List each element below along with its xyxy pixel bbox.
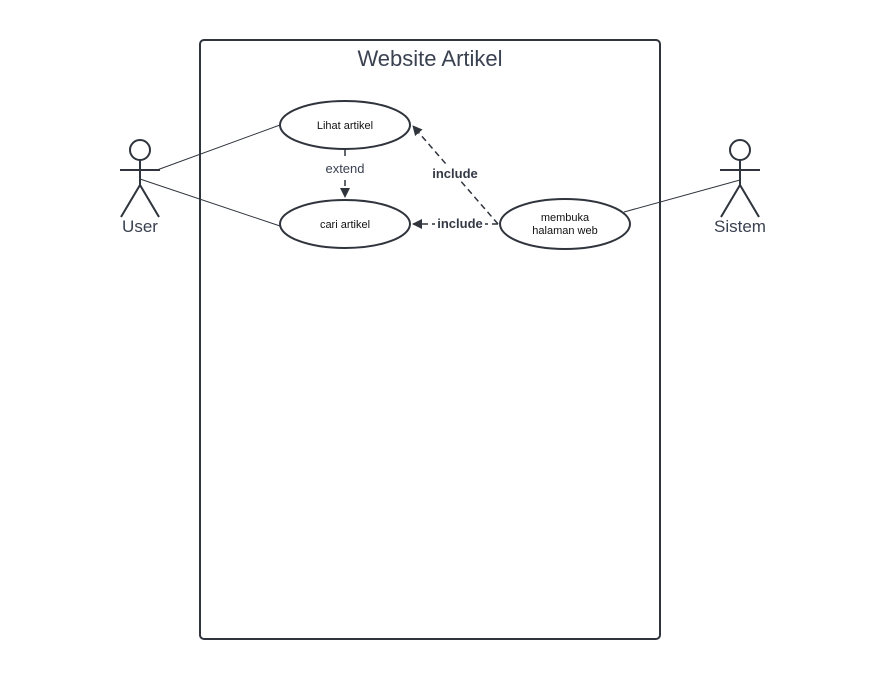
association-user-lihat xyxy=(156,124,281,171)
actor-user: User xyxy=(120,139,160,236)
actor-sistem: Sistem xyxy=(714,139,766,236)
system-title: Website Artikel xyxy=(357,46,502,71)
use-case-membuka-shape xyxy=(499,198,631,250)
association-sistem-membuka xyxy=(623,179,741,213)
use-case-cari-artikel: cari artikel xyxy=(279,199,411,249)
include-label-1: include xyxy=(432,166,478,181)
use-case-cari-artikel-shape xyxy=(279,199,411,249)
actor-user-head xyxy=(129,139,151,161)
include-label-2-bg xyxy=(435,215,485,231)
use-case-membuka-halaman-web: membuka halaman web xyxy=(499,198,631,250)
actor-user-leg-left xyxy=(120,184,141,218)
use-case-cari-artikel-label: cari artikel xyxy=(320,219,370,231)
use-case-membuka-label-line1: membuka xyxy=(541,212,590,224)
include-label-2: include xyxy=(437,216,483,231)
use-case-lihat-artikel: Lihat artikel xyxy=(279,100,411,150)
use-case-lihat-artikel-shape xyxy=(279,100,411,150)
use-case-membuka-label-line2: halaman web xyxy=(532,225,597,237)
use-case-lihat-artikel-label: Lihat artikel xyxy=(317,120,373,132)
extend-label: extend xyxy=(325,161,364,176)
include-label-1-bg xyxy=(430,165,480,181)
actor-sistem-head xyxy=(729,139,751,161)
actor-sistem-leg-right xyxy=(739,184,760,218)
actor-sistem-label: Sistem xyxy=(714,217,766,236)
extend-label-bg xyxy=(323,160,367,176)
system-boundary xyxy=(199,39,661,640)
association-user-cari xyxy=(139,178,281,227)
actor-sistem-leg-left xyxy=(720,184,741,218)
actor-user-leg-right xyxy=(139,184,160,218)
actor-user-label: User xyxy=(122,217,158,236)
